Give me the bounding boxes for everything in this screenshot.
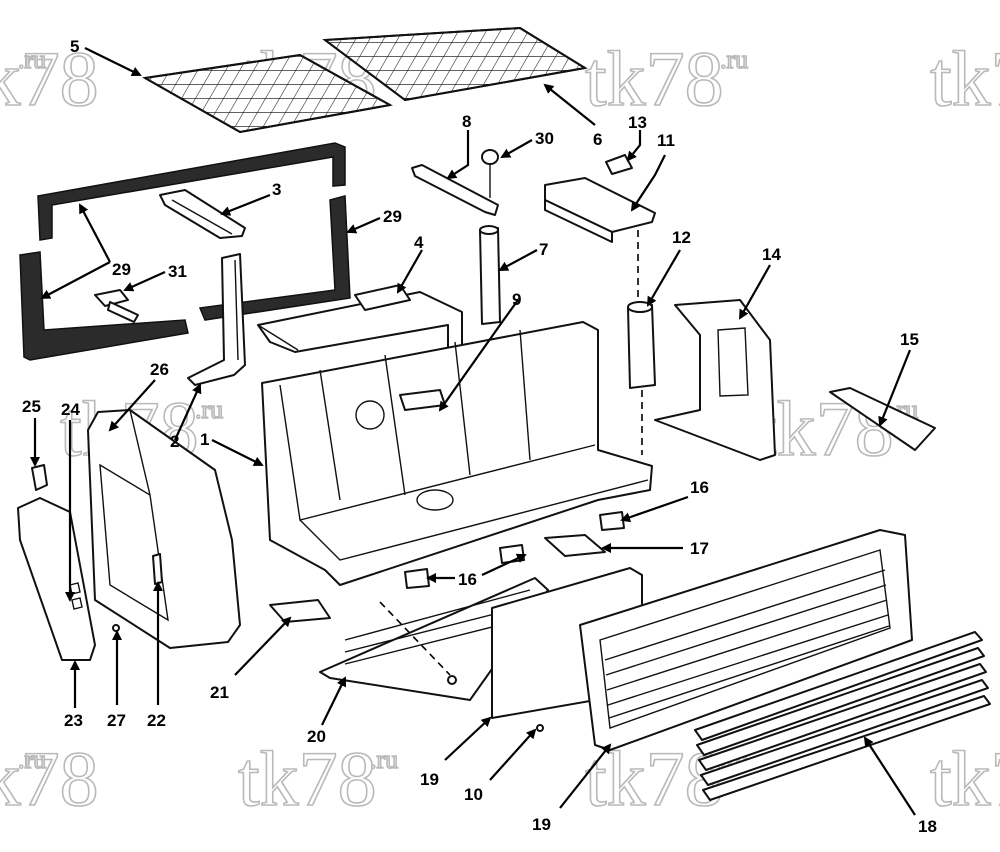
callout-25: 24 bbox=[61, 400, 80, 419]
part-7-post bbox=[479, 225, 501, 325]
watermark-suffix: .ru bbox=[370, 745, 398, 774]
part-2-support-leg bbox=[187, 253, 246, 386]
callout-24: 23 bbox=[64, 711, 83, 730]
watermark: tk78 .ru bbox=[0, 734, 99, 823]
watermark-text: tk78 bbox=[238, 735, 377, 822]
watermark-text: tk78 bbox=[585, 35, 724, 122]
part-27-door-frame bbox=[87, 409, 241, 649]
callout-15: 15 bbox=[900, 330, 919, 349]
callout-12: 12 bbox=[672, 228, 691, 247]
callout-14: 14 bbox=[762, 245, 781, 264]
part-29-gasket bbox=[19, 142, 351, 361]
callout-22: 21 bbox=[210, 683, 229, 702]
callout-19: 19 bbox=[532, 815, 551, 834]
watermark-text: tk78 bbox=[0, 35, 99, 122]
part-31-bolt bbox=[94, 289, 139, 323]
watermark-suffix: .ru bbox=[720, 45, 748, 74]
watermark: tk78 bbox=[929, 34, 1000, 123]
watermark-suffix: .ru bbox=[18, 745, 46, 774]
callout-9: 9 bbox=[512, 290, 521, 309]
watermark-text: tk78 bbox=[930, 35, 1000, 122]
callout-26: 25 bbox=[22, 397, 41, 416]
part-28-nut bbox=[112, 624, 120, 632]
callout-2: 2 bbox=[170, 432, 179, 451]
callout-4: 4 bbox=[414, 233, 424, 252]
part-16-clip-lower bbox=[404, 568, 430, 589]
part-26-latch bbox=[31, 464, 48, 491]
part-10-nut bbox=[536, 724, 544, 732]
callout-labels: 5 6 3 4 7 8 30 9 13 11 12 14 15 1 26 2 2… bbox=[22, 37, 937, 836]
part-19-front-grille bbox=[579, 529, 913, 751]
callout-29-right: 29 bbox=[383, 207, 402, 226]
callout-28: 27 bbox=[107, 711, 126, 730]
part-12-post bbox=[627, 301, 656, 389]
callout-18: 18 bbox=[918, 817, 937, 836]
watermark-suffix: .ru bbox=[195, 395, 223, 424]
callout-5: 5 bbox=[70, 37, 79, 56]
alignment-line bbox=[379, 601, 451, 676]
callout-8: 8 bbox=[462, 112, 471, 131]
callout-13: 13 bbox=[628, 113, 647, 132]
part-18-slats bbox=[694, 631, 991, 801]
part-8-bracket bbox=[411, 164, 499, 216]
callout-30: 30 bbox=[535, 129, 554, 148]
callout-20: 19 bbox=[420, 770, 439, 789]
callout-16-lower: 16 bbox=[458, 570, 477, 589]
part-30-eye-bolt bbox=[481, 149, 499, 198]
part-3-bracket bbox=[159, 189, 246, 239]
part-22-plate bbox=[269, 599, 331, 623]
part-5-mesh-grille bbox=[141, 53, 393, 134]
callout-29-left: 29 bbox=[112, 260, 131, 279]
watermark: tk78 .ru bbox=[584, 34, 749, 123]
callout-27: 26 bbox=[150, 360, 169, 379]
part-17-plate bbox=[544, 534, 606, 557]
callout-7: 7 bbox=[539, 240, 548, 259]
watermark-suffix: .ru bbox=[18, 45, 46, 74]
fastener-screw bbox=[447, 675, 457, 685]
part-14-side-panel bbox=[654, 299, 776, 461]
watermark-text: tk78 bbox=[930, 735, 1000, 822]
watermark: tk78 .ru bbox=[237, 734, 399, 823]
part-1-main-frame bbox=[261, 321, 653, 586]
part-11-channel bbox=[544, 177, 656, 243]
watermark: tk78 bbox=[929, 734, 1000, 823]
part-6-mesh-grille bbox=[322, 26, 588, 102]
callout-1: 1 bbox=[200, 430, 209, 449]
callout-17: 17 bbox=[690, 539, 709, 558]
callout-10: 10 bbox=[464, 785, 483, 804]
callout-31: 31 bbox=[168, 262, 187, 281]
part-16-clip-upper bbox=[599, 511, 625, 531]
watermark: tk78 .ru bbox=[0, 34, 99, 123]
callout-23: 22 bbox=[147, 711, 166, 730]
part-24-door-panel bbox=[17, 497, 96, 661]
callout-21: 20 bbox=[307, 727, 326, 746]
callout-6: 6 bbox=[593, 130, 602, 149]
part-23-hinge bbox=[152, 553, 163, 585]
part-13-clip bbox=[605, 154, 633, 175]
callout-3: 3 bbox=[272, 180, 281, 199]
callout-11: 11 bbox=[657, 131, 675, 150]
part-4-top-rail bbox=[257, 284, 463, 356]
leader-lines bbox=[30, 47, 916, 816]
callout-16-upper: 16 bbox=[690, 478, 709, 497]
watermark-text: tk78 bbox=[0, 735, 99, 822]
